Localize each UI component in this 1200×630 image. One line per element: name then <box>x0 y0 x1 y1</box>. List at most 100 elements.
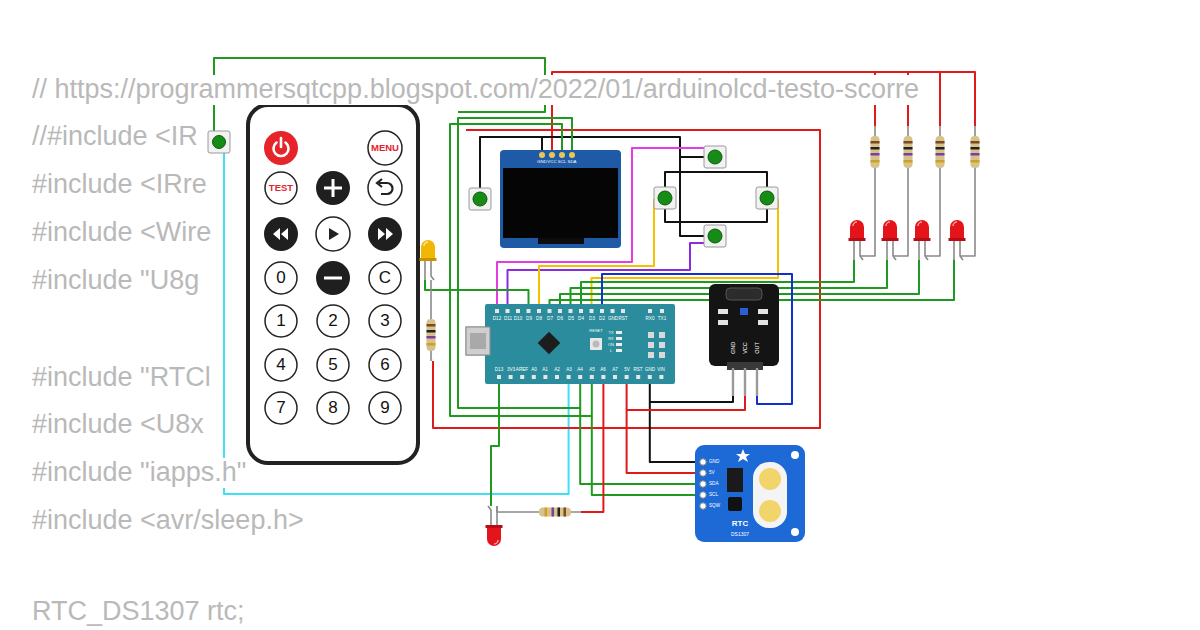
key-label: 4 <box>276 356 285 375</box>
header-pin <box>700 459 706 465</box>
next-button <box>368 217 402 251</box>
key-label: 8 <box>328 399 337 418</box>
header-pin <box>700 470 706 476</box>
pin-label: SQW <box>709 503 720 508</box>
led-symbol <box>486 506 503 546</box>
pin-header <box>497 375 664 379</box>
minus-button <box>316 261 350 295</box>
pin-label: D5 <box>568 316 574 321</box>
header-pin <box>559 152 565 158</box>
pin-label: D6 <box>557 316 563 321</box>
push-button <box>704 146 726 168</box>
key-label: C <box>379 269 391 288</box>
key-button: 1 <box>264 304 298 338</box>
key-button: TEST <box>264 171 298 205</box>
key-circle <box>368 131 402 165</box>
wire <box>433 130 820 428</box>
pin-header <box>648 309 652 313</box>
pin-label: SDA <box>567 159 576 164</box>
key-label: 0 <box>276 269 285 288</box>
chip-name: RTC <box>732 520 748 529</box>
led-label: TX <box>608 330 613 334</box>
push-button <box>469 188 491 210</box>
ir-receiver-lens <box>213 136 226 149</box>
key-circle <box>265 392 297 424</box>
key-button: 3 <box>368 304 402 338</box>
led-symbol <box>849 220 866 260</box>
code-line: RTC_DS1307 rtc; <box>32 597 245 627</box>
pin-label: D7 <box>547 316 553 321</box>
logo-star <box>736 449 750 462</box>
icsp-pin <box>648 332 654 338</box>
pin-label: 3V3 <box>507 367 515 372</box>
pin-label: D4 <box>578 316 584 321</box>
led-symbol <box>949 220 966 260</box>
resistor-symbol <box>936 126 945 178</box>
pin-label: AREF <box>516 367 528 372</box>
key-label: 3 <box>380 312 389 331</box>
pin-label: 5V <box>709 470 715 475</box>
key-circle <box>369 349 401 381</box>
header-pin <box>549 152 555 158</box>
pin-header <box>495 309 627 313</box>
battery <box>759 500 781 522</box>
key-button: 0 <box>264 261 298 295</box>
pin-label: D9 <box>526 316 532 321</box>
battery-holder <box>753 462 787 528</box>
key-circle <box>265 172 297 204</box>
nano-board <box>485 304 675 384</box>
code-line: #include <avr/sleep.h> <box>32 506 304 536</box>
key-circle <box>265 349 297 381</box>
key-label: 6 <box>380 356 389 375</box>
key-button: 9 <box>368 391 402 425</box>
power-symbol <box>280 138 283 147</box>
ir-receiver <box>208 131 230 153</box>
minus-symbol <box>324 277 342 280</box>
resistor-symbol <box>529 508 581 517</box>
led-label: RX <box>608 336 614 340</box>
pin-label: D13 <box>495 367 503 372</box>
wire <box>425 280 529 308</box>
resistor-symbol <box>904 126 913 178</box>
pin-label: OUT <box>754 342 760 354</box>
led-symbol <box>914 220 931 260</box>
resistor-symbol <box>871 126 880 178</box>
led-label: ON <box>608 342 614 346</box>
power-button <box>264 131 298 165</box>
status-led <box>616 331 622 334</box>
pin-label: GND <box>645 367 655 372</box>
key-label: 5 <box>328 356 337 375</box>
status-led <box>616 349 622 352</box>
pin-label: D2 <box>599 316 605 321</box>
oled-board <box>500 150 621 248</box>
icsp-pin <box>659 352 665 358</box>
code-line: #include <U8x <box>32 410 204 440</box>
wire <box>581 381 603 512</box>
prev-symbol <box>273 228 288 240</box>
next-symbol <box>378 228 393 240</box>
header-pin <box>569 152 575 158</box>
key-label: 2 <box>328 312 337 331</box>
key-circle <box>265 262 297 294</box>
key-button: C <box>368 261 402 295</box>
mount-hole <box>791 451 799 459</box>
pin-label: VIN <box>658 367 666 372</box>
pin-label: 5V <box>624 367 630 372</box>
key-circle <box>317 392 349 424</box>
pin-label: A5 <box>589 367 595 372</box>
key-label: MENU <box>371 143 399 153</box>
plus-button <box>316 171 350 205</box>
smd-part <box>740 308 748 315</box>
usb-port <box>470 333 486 349</box>
pin-label: A2 <box>554 367 560 372</box>
resistor-symbol <box>971 126 980 178</box>
battery <box>759 468 781 490</box>
pin-label: A1 <box>543 367 549 372</box>
icsp-pin <box>648 342 654 348</box>
rtc-board <box>695 445 805 542</box>
pin-label: A4 <box>577 367 583 372</box>
pin-label: SDA <box>709 481 718 486</box>
resistor-symbol <box>427 309 436 361</box>
key-button: MENU <box>367 130 403 166</box>
pin-label: A3 <box>566 367 572 372</box>
